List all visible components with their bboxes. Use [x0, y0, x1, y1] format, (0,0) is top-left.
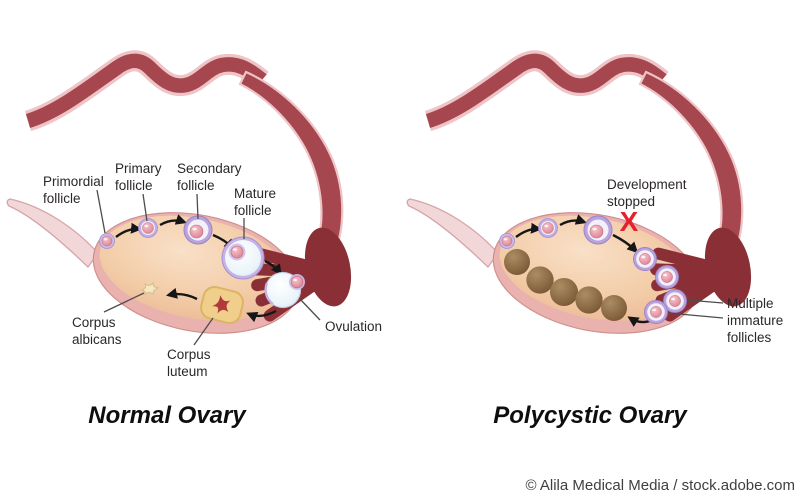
multiple-immature-follicles-label: follicles [727, 330, 772, 345]
copyright-credit: © Alila Medical Media / stock.adobe.com [525, 477, 795, 494]
development-stopped-label: stopped [607, 194, 655, 209]
primary-follicle-label: Primary [115, 161, 162, 176]
follicle-cycle-arrows [115, 214, 282, 323]
primary-follicle-label: follicle [115, 178, 153, 193]
pointer-lines-right [667, 299, 724, 319]
secondary-follicle-label: Secondary [177, 161, 242, 176]
development-stopped-x-icon: X [620, 206, 639, 237]
corpus-albicans-label: Corpus [72, 315, 116, 330]
multiple-immature-follicles-label: Multiple [727, 296, 774, 311]
multiple-immature-follicles-label: immature [727, 313, 783, 328]
panel-title-polycystic-ovary: Polycystic Ovary [493, 402, 688, 429]
corpus-luteum-label: luteum [167, 364, 208, 379]
pointer-lines-left [96, 189, 321, 346]
secondary-follicle [183, 215, 213, 245]
corpus-luteum-label: Corpus [167, 347, 211, 362]
mature-follicle-label: follicle [234, 203, 272, 218]
primary-follicle [538, 218, 558, 238]
normal-ovary-panel: Primordial follicle Primary follicle Sec… [7, 61, 382, 429]
ovulation-label: Ovulation [325, 319, 382, 334]
polycystic-ovary-panel: X Development stopped Multiple immature … [407, 61, 783, 429]
primordial-follicle [99, 233, 115, 249]
primordial-follicle [499, 233, 515, 249]
development-stopped-label: Development [607, 177, 687, 192]
corpus-albicans-label: albicans [72, 332, 122, 347]
panel-title-normal-ovary: Normal Ovary [88, 402, 247, 429]
primary-follicle [138, 218, 158, 238]
mature-follicle [221, 236, 265, 280]
secondary-follicle-label: follicle [177, 178, 215, 193]
secondary-follicle [583, 215, 613, 245]
mature-follicle-label: Mature [234, 186, 276, 201]
primordial-follicle-label: Primordial [43, 174, 104, 189]
primordial-follicle-label: follicle [43, 191, 81, 206]
